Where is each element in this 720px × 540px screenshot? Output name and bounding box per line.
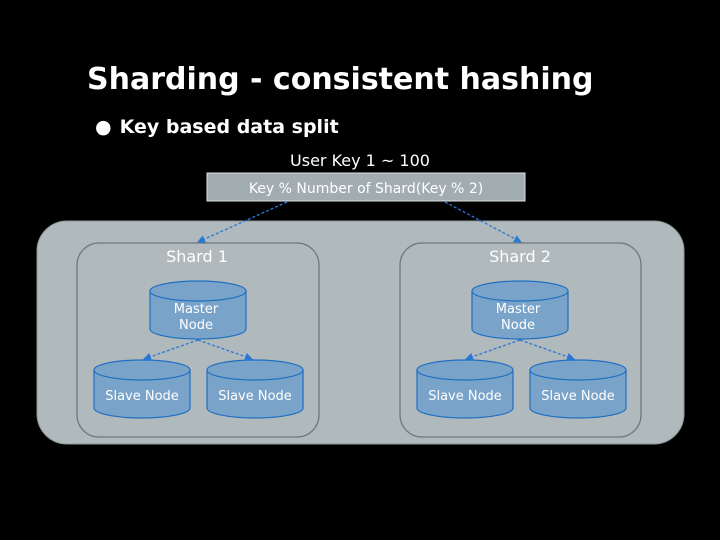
arrow-shard-1-master-to-slave-2 bbox=[197, 339, 253, 361]
bullet-text: Key based data split bbox=[119, 116, 339, 138]
arrow-shard-2-master-to-slave-1 bbox=[465, 339, 521, 361]
shard-1-master-node: Master Node bbox=[149, 280, 247, 340]
shard-2-slave-2-label: Slave Node bbox=[541, 389, 615, 404]
shard-2-slave-node-1: Slave Node bbox=[416, 359, 514, 419]
shard-2-title: Shard 2 bbox=[489, 247, 551, 266]
arrow-shard-1-master-to-slave-1 bbox=[143, 339, 199, 361]
shard-2-master-node: Master Node bbox=[471, 280, 569, 340]
shard-1-slave-node-2: Slave Node bbox=[206, 359, 304, 419]
shard-1-slave-2-label: Slave Node bbox=[218, 389, 292, 404]
slide-title: Sharding - consistent hashing bbox=[87, 62, 594, 97]
shard-1-slave-1-label: Slave Node bbox=[105, 389, 179, 404]
user-key-label: User Key 1 ~ 100 bbox=[290, 151, 430, 170]
shard-2-master-label-line-1: Master bbox=[496, 302, 541, 317]
shard-1-container bbox=[76, 242, 320, 438]
shard-1-master-label-line-2: Node bbox=[179, 318, 213, 333]
shard-2-slave-node-2: Slave Node bbox=[529, 359, 627, 419]
arrow-hash-to-shard-2 bbox=[444, 201, 522, 243]
arrow-shard-2-master-to-slave-2 bbox=[519, 339, 575, 361]
bullet-dot-icon: ● bbox=[95, 116, 112, 138]
hash-function-label: Key % Number of Shard(Key % 2) bbox=[249, 181, 483, 197]
shard-2-container bbox=[399, 242, 642, 438]
bullet-point: ● Key based data split bbox=[95, 116, 339, 138]
shard-1-title: Shard 1 bbox=[166, 247, 228, 266]
shard-2-master-label-line-2: Node bbox=[501, 318, 535, 333]
shard-1-master-label-line-1: Master bbox=[174, 302, 219, 317]
cluster-container bbox=[36, 220, 685, 445]
arrow-hash-to-shard-1 bbox=[197, 201, 288, 243]
hash-function-box bbox=[206, 172, 526, 202]
shard-2-slave-1-label: Slave Node bbox=[428, 389, 502, 404]
shard-1-slave-node-1: Slave Node bbox=[93, 359, 191, 419]
